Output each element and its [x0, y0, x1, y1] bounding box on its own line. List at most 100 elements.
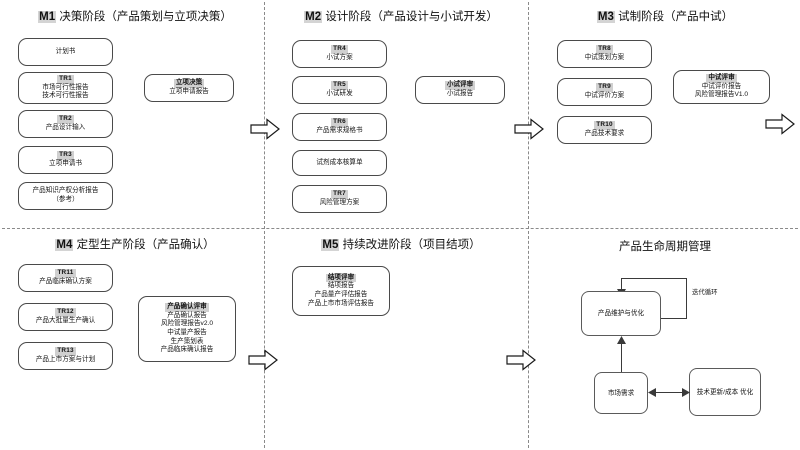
node-line: 产品大批量生产确认: [35, 317, 96, 324]
panel-title-lifecycle: 产品生命周期管理: [540, 240, 790, 254]
arrow-m3-to-m4-icon: [765, 113, 795, 135]
node-line: 产品上市方案与计划: [35, 356, 96, 363]
node-m4-tr13[interactable]: TR13 产品上市方案与计划: [18, 342, 113, 370]
divider-horizontal: [2, 228, 798, 229]
node-tr-label: TR12: [55, 308, 76, 317]
node-tr-label: TR4: [331, 45, 348, 54]
node-tr-label: TR2: [57, 115, 74, 124]
divider-vertical-right: [528, 2, 529, 448]
review-line: 产品上市市场评估报告: [308, 299, 374, 307]
panel-code-m1: M1: [38, 11, 57, 23]
node-m2-tr4[interactable]: TR4 小试方案: [292, 40, 387, 68]
review-line: 小试报告: [446, 90, 474, 97]
lifecycle-node-label: 产品维护与优化: [597, 310, 645, 317]
lifecycle-node-label-wrapper: 技术更新/成本 优化: [697, 388, 753, 397]
node-tr-label: TR13: [55, 347, 76, 356]
node-line: 市场可行性报告: [42, 83, 89, 91]
lifecycle-node-label: 市场需求: [607, 389, 635, 397]
panel-label-m5: 持续改进阶段（项目结项）: [342, 239, 481, 251]
panel-title-m4: M4 定型生产阶段（产品确认）: [10, 238, 260, 252]
node-line: （参考）: [52, 196, 79, 203]
review-line: 风险管理报告V1.0: [694, 91, 749, 99]
loop-segment-horizontal-top: [621, 278, 687, 279]
loop-segment-horizontal-bottom: [660, 318, 687, 319]
review-node-m3[interactable]: 中试评审 中试评价报告 风险管理报告V1.0: [673, 70, 770, 104]
demand-tech-arrowhead-left-icon: [648, 388, 656, 397]
lifecycle-node-demand[interactable]: 市场需求: [594, 372, 648, 414]
review-line: 结项报告: [327, 282, 355, 290]
node-tr-label: TR8: [596, 45, 613, 54]
node-tr-label: TR5: [331, 81, 348, 90]
demand-to-maintain-line: [621, 343, 622, 372]
node-m2-4[interactable]: 试剂成本核算单: [292, 150, 387, 176]
review-title: 中试评审: [706, 74, 737, 83]
review-title: 小试评审: [444, 81, 476, 90]
lifecycle-node-label-line1: 技术更新/成本: [696, 388, 739, 396]
lifecycle-node-maintain[interactable]: 产品维护与优化: [581, 291, 661, 336]
node-line: 计划书: [55, 47, 76, 55]
node-tr-label: TR9: [596, 83, 613, 92]
lifecycle-title: 产品生命周期管理: [619, 241, 711, 253]
panel-label-m4: 定型生产阶段（产品确认）: [76, 239, 215, 251]
node-line: 产品知识产权分析报告: [32, 187, 99, 195]
demand-tech-line: [650, 392, 688, 393]
node-line: 产品技术要求: [584, 130, 625, 137]
review-node-m5[interactable]: 结项评审 结项报告 产品量产评估报告 产品上市市场评估报告: [292, 266, 390, 316]
panel-title-m2: M2 设计阶段（产品设计与小试开发）: [276, 10, 526, 24]
panel-code-m4: M4: [55, 239, 74, 251]
panel-title-m5: M5 持续改进阶段（项目结项）: [276, 238, 526, 252]
node-line: 技术可行性报告: [42, 92, 89, 100]
panel-title-m1: M1 决策阶段（产品策划与立项决策）: [10, 10, 260, 24]
divider-vertical-left: [264, 2, 265, 448]
node-line: 产品临床确认方案: [39, 278, 92, 285]
node-m2-tr5[interactable]: TR5 小试研发: [292, 76, 387, 104]
review-title: 结项评审: [325, 273, 357, 283]
node-m3-tr8[interactable]: TR8 中试策划方案: [557, 40, 652, 68]
node-m1-tr2[interactable]: TR2 产品设计输入: [18, 110, 113, 138]
review-node-m1[interactable]: 立项决策 立项申请报告: [144, 74, 234, 102]
loop-segment-vertical: [686, 278, 687, 319]
arrow-m1-to-m2-icon: [250, 118, 280, 140]
review-title: 产品确认评审: [165, 303, 209, 312]
review-line: 中试评价报告: [701, 82, 742, 90]
node-tr-label: TR10: [594, 121, 615, 130]
node-m3-tr9[interactable]: TR9 中试评价方案: [557, 78, 652, 106]
lifecycle-node-tech[interactable]: 技术更新/成本 优化: [689, 368, 761, 416]
node-tr-label: TR11: [55, 269, 76, 278]
arrow-m2-to-m3-icon: [514, 118, 544, 140]
panel-code-m3: M3: [596, 11, 615, 23]
node-m1-5[interactable]: 产品知识产权分析报告 （参考）: [18, 182, 113, 210]
arrow-m5-to-lifecycle-icon: [506, 349, 536, 371]
node-m1-tr3[interactable]: TR3 立项申请书: [18, 146, 113, 174]
node-m4-tr11[interactable]: TR11 产品临床确认方案: [18, 264, 113, 292]
panel-label-m1: 决策阶段（产品策划与立项决策）: [59, 11, 232, 23]
node-line: 风险管理方案: [319, 199, 360, 206]
node-tr-label: TR1: [57, 75, 74, 84]
review-line: 产品临床确认报告: [160, 346, 214, 354]
review-title: 立项决策: [173, 79, 205, 88]
review-line: 风险管理报告v2.0: [160, 320, 214, 328]
review-node-m4[interactable]: 产品确认评审 产品确认报告 风险管理报告v2.0 中试量产报告 生产策划表 产品…: [138, 296, 236, 362]
node-m4-tr12[interactable]: TR12 产品大批量生产确认: [18, 303, 113, 331]
panel-label-m2: 设计阶段（产品设计与小试开发）: [325, 11, 498, 23]
review-node-m2[interactable]: 小试评审 小试报告: [415, 76, 505, 104]
panel-title-m3: M3 试制阶段（产品中试）: [540, 10, 790, 24]
node-m2-tr6[interactable]: TR6 产品需求规格书: [292, 113, 387, 141]
node-m3-tr10[interactable]: TR10 产品技术要求: [557, 116, 652, 144]
node-m2-tr7[interactable]: TR7 风险管理方案: [292, 185, 387, 213]
review-line: 立项申请报告: [169, 88, 209, 95]
node-line: 立项申请书: [49, 160, 82, 167]
node-line: 中试策划方案: [584, 54, 625, 61]
node-tr-label: TR6: [331, 118, 348, 127]
node-m1-tr1[interactable]: TR1 市场可行性报告 技术可行性报告: [18, 72, 113, 104]
node-m1-1[interactable]: 计划书: [18, 38, 113, 66]
review-line: 产品确认报告: [167, 311, 207, 319]
node-line: 产品设计输入: [45, 124, 86, 131]
review-line: 生产策划表: [170, 337, 204, 345]
demand-to-maintain-arrowhead-icon: [617, 336, 626, 344]
node-line: 试剂成本核算单: [316, 158, 363, 166]
node-tr-label: TR3: [57, 151, 74, 160]
panel-label-m3: 试制阶段（产品中试）: [618, 11, 734, 23]
review-line: 中试量产报告: [167, 329, 207, 336]
